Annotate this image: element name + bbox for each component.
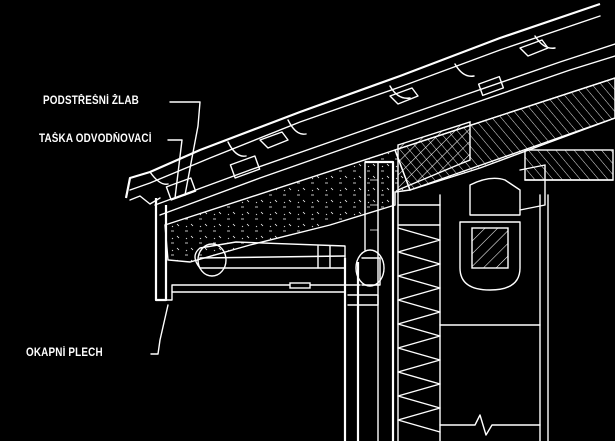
label-drip-edge: OKAPNÍ PLECH: [26, 347, 103, 359]
ceiling-framing: [469, 149, 614, 216]
label-underroof-gutter: PODSTŘEŠNÍ ŽLAB: [43, 95, 139, 107]
roof-tiles: [124, 2, 601, 205]
top-plate: [397, 121, 471, 226]
fascia-board: [154, 198, 361, 302]
vent-duct: [194, 241, 346, 289]
wall-insulation: [397, 224, 441, 441]
break-line: [439, 414, 541, 436]
bearing-beam: [439, 194, 549, 441]
battens-counterbattens: [154, 43, 615, 216]
wall-plate: [364, 160, 395, 441]
label-drainage-tile: TAŠKA ODVODŇOVACÍ: [39, 133, 152, 145]
leader-lines: [150, 101, 201, 355]
roof-insulation: [164, 149, 411, 263]
